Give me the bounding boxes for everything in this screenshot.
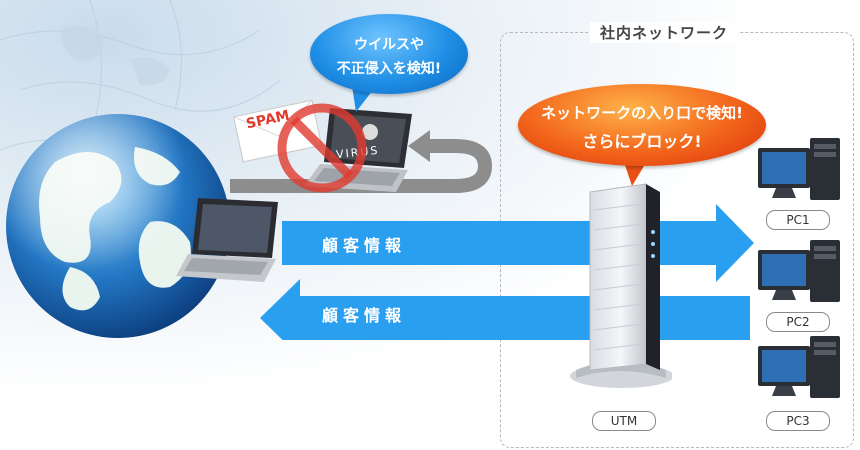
inbound-arrow-label: 顧客情報 — [322, 306, 407, 325]
virus-detection-bubble: ウイルスや 不正侵入を検知! — [310, 14, 468, 94]
utm-device-icon — [570, 183, 672, 388]
virus-detection-line2: 不正侵入を検知! — [336, 61, 442, 77]
pc3-icon — [758, 336, 840, 398]
pc2-label: PC2 — [766, 312, 830, 332]
pc1-label: PC1 — [766, 210, 830, 230]
prohibit-icon — [277, 103, 367, 193]
network-title: 社内ネットワーク — [590, 22, 739, 43]
utm-label: UTM — [592, 411, 656, 431]
virus-detection-line1: ウイルスや — [354, 37, 424, 53]
outbound-arrow-label: 顧客情報 — [322, 236, 407, 255]
globe-icon — [6, 114, 230, 338]
pc2-icon — [758, 240, 840, 302]
infected-laptop-icon — [304, 108, 412, 192]
blocked-return-arrow — [230, 130, 493, 193]
pc3-label: PC3 — [766, 411, 830, 431]
entry-block-bubble: ネットワークの入り口で検知! さらにブロック! — [518, 84, 766, 166]
entry-block-line1: ネットワークの入り口で検知! — [541, 104, 743, 122]
laptop-icon — [176, 198, 278, 282]
entry-block-line2: さらにブロック! — [582, 132, 702, 151]
pc1-icon — [758, 138, 840, 200]
